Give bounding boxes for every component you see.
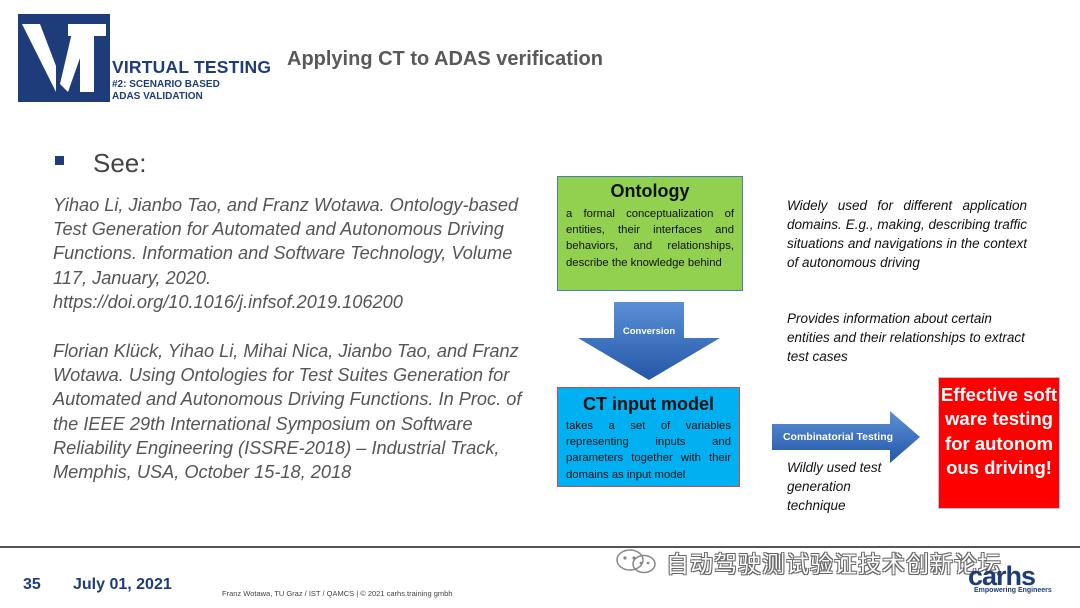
ct-input-model-description: takes a set of variables representing in…	[566, 420, 731, 481]
footer-divider	[0, 546, 1080, 548]
ontology-description: a formal conceptualization of entities, …	[566, 208, 734, 269]
reference-1: Yihao Li, Jianbo Tao, and Franz Wotawa. …	[53, 195, 519, 312]
logo-subtitle-1: #2: SCENARIO BASED	[112, 79, 220, 90]
conversion-label: Conversion	[622, 326, 676, 337]
logo-title: VIRTUAL TESTING	[112, 57, 272, 77]
footer-credit: Franz Wotawa, TU Graz / IST / QAMCS | © …	[222, 589, 453, 598]
combinatorial-testing-label: Combinatorial Testing	[782, 431, 894, 443]
conversion-note: Provides information about certain entit…	[787, 311, 1025, 364]
conversion-arrow-icon	[578, 302, 720, 380]
combinatorial-note: Wildly used test generation technique	[787, 460, 882, 513]
logo-subtitle-2: ADAS VALIDATION	[112, 91, 203, 102]
ontology-title: Ontology	[610, 181, 690, 201]
ontology-note: Widely used for different application do…	[787, 198, 1027, 270]
footer-date: July 01, 2021	[73, 576, 172, 593]
ct-input-model-box	[557, 387, 740, 487]
virtual-testing-logo	[18, 14, 110, 102]
reference-2: Florian Klück, Yihao Li, Mihai Nica, Jia…	[53, 341, 522, 483]
result-box	[938, 377, 1060, 509]
ontology-box	[557, 176, 743, 291]
page-number: 35	[23, 576, 41, 593]
ct-input-model-title: CT input model	[583, 394, 714, 414]
result-text: Effective software testing for autonomou…	[940, 384, 1058, 479]
slide-title: Applying CT to ADAS verification	[287, 48, 603, 70]
bullet-text: See:	[93, 148, 147, 178]
carhs-tagline: Empowering Engineers	[974, 587, 1052, 594]
combinatorial-testing-arrow-icon	[772, 411, 920, 463]
watermark-text: 自动驾驶测试验证技术创新论坛	[666, 551, 1002, 577]
carhs-logo: carhs	[968, 561, 1036, 591]
wechat-watermark-icon	[616, 549, 656, 574]
bullet-square-icon	[55, 156, 64, 165]
